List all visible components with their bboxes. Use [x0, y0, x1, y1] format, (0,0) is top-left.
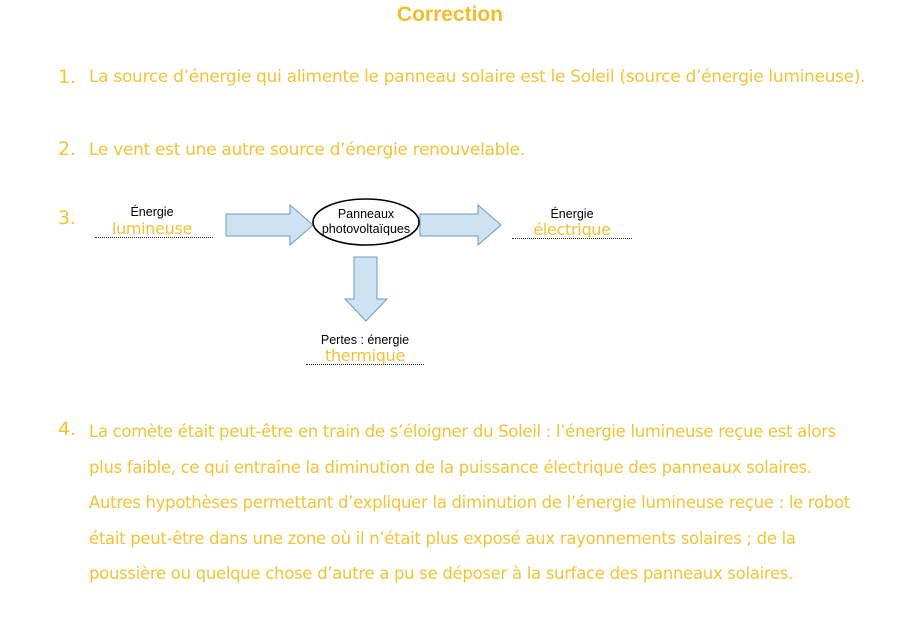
q4-line: poussière ou quelque chose d’autre a pu … — [89, 564, 794, 583]
arrow-input — [225, 203, 314, 247]
loss-energy-label: Pertes : énergie — [320, 333, 410, 347]
arrow-loss — [343, 256, 389, 322]
q4-line: Autres hypothèses permettant d’expliquer… — [89, 493, 850, 512]
page-title: Correction — [396, 3, 504, 26]
q4-answer: La comète était peut-être en train de s’… — [89, 414, 879, 592]
q4-line: plus faible, ce qui entraîne la diminuti… — [89, 457, 812, 477]
arrow-output — [419, 203, 502, 247]
converter-line1: Panneaux — [337, 207, 395, 221]
output-energy-answer: électrique — [533, 220, 611, 239]
input-energy-label: Énergie — [130, 205, 174, 219]
q2-number: 2. — [58, 138, 77, 160]
loss-energy-answer: thermique — [324, 346, 406, 365]
output-energy-dotted-line — [512, 238, 632, 239]
q4-line: était peut-être dans une zone où il n’ét… — [89, 528, 796, 548]
converter-ellipse — [312, 198, 420, 246]
input-energy-answer: lumineuse — [111, 219, 193, 238]
output-energy-label: Énergie — [550, 207, 594, 221]
q1-number: 1. — [58, 66, 77, 88]
input-energy-dotted-line — [95, 237, 213, 238]
converter-line2: photovoltaïques — [321, 222, 411, 236]
converter-label: Panneaux photovoltaïques — [313, 207, 419, 237]
q3-number: 3. — [58, 207, 77, 229]
loss-energy-dotted-line — [306, 364, 424, 365]
q4-number: 4. — [58, 418, 77, 440]
q1-answer: La source d’énergie qui alimente le pann… — [89, 67, 866, 87]
q2-answer: Le vent est une autre source d’énergie r… — [89, 140, 525, 160]
q4-line: La comète était peut-être en train de s’… — [89, 422, 836, 441]
